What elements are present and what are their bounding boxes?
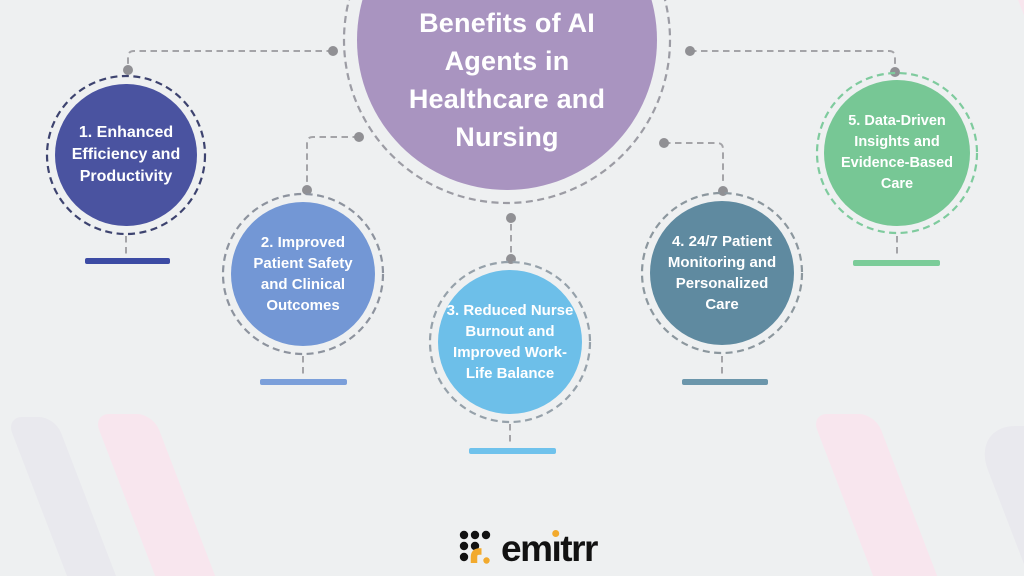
- connector-node2-end-dot: [302, 185, 312, 195]
- connector-node4: [664, 142, 724, 184]
- node2-underline-bar: [260, 379, 347, 385]
- i-tittle-dot: [552, 530, 560, 537]
- connector-node1: [127, 50, 333, 64]
- node2-ring: [221, 192, 385, 356]
- connector-node5: [690, 50, 896, 65]
- connector-node1-end-dot: [123, 65, 133, 75]
- connector-node4-hub-dot: [659, 138, 669, 148]
- connector-node2: [306, 136, 359, 183]
- wordmark-i-stem: ı: [551, 528, 561, 569]
- node3-underline-bar: [469, 448, 556, 454]
- connector-node4-end-dot: [718, 186, 728, 196]
- node4-ring: [640, 191, 804, 355]
- wordmark-pre: em: [501, 528, 553, 569]
- connector-node5-hub-dot: [685, 46, 695, 56]
- node4-circle: [650, 201, 794, 345]
- wordmark-i: ı: [551, 528, 562, 569]
- wordmark-post: trr: [560, 528, 598, 569]
- node5-ring: [815, 71, 979, 235]
- hub-ring: [342, 0, 672, 205]
- node1-ring: [45, 74, 207, 236]
- node5-underline-bar: [853, 260, 940, 266]
- node1-label: 1. Enhanced Efficiency and Productivity: [71, 124, 181, 185]
- node5-label: 5. Data-Driven Insights and Evidence-Bas…: [840, 113, 954, 192]
- connector-node1-hub-dot: [328, 46, 338, 56]
- hub-circle: [357, 0, 657, 190]
- node1-underline-bar: [85, 258, 170, 264]
- node5-circle: [824, 80, 970, 226]
- node1-circle: [55, 84, 197, 226]
- connector-node2-hub-dot: [354, 132, 364, 142]
- node3-label: 3. Reduced Nurse Burnout and Improved Wo…: [446, 302, 574, 382]
- node2-label: 2. Improved Patient Safety and Clinical …: [253, 234, 353, 314]
- node2-circle: [231, 202, 375, 346]
- connector-node3-hub-dot: [506, 213, 516, 223]
- node4-label: 4. 24/7 Patient Monitoring and Personali…: [667, 233, 777, 313]
- emitrr-logo-icon: [459, 530, 491, 564]
- node3-circle: [438, 270, 582, 414]
- hub-title: Benefits of AI Agents in Healthcare and …: [408, 8, 606, 152]
- node4-underline-bar: [682, 379, 768, 385]
- node3-ring: [428, 260, 592, 424]
